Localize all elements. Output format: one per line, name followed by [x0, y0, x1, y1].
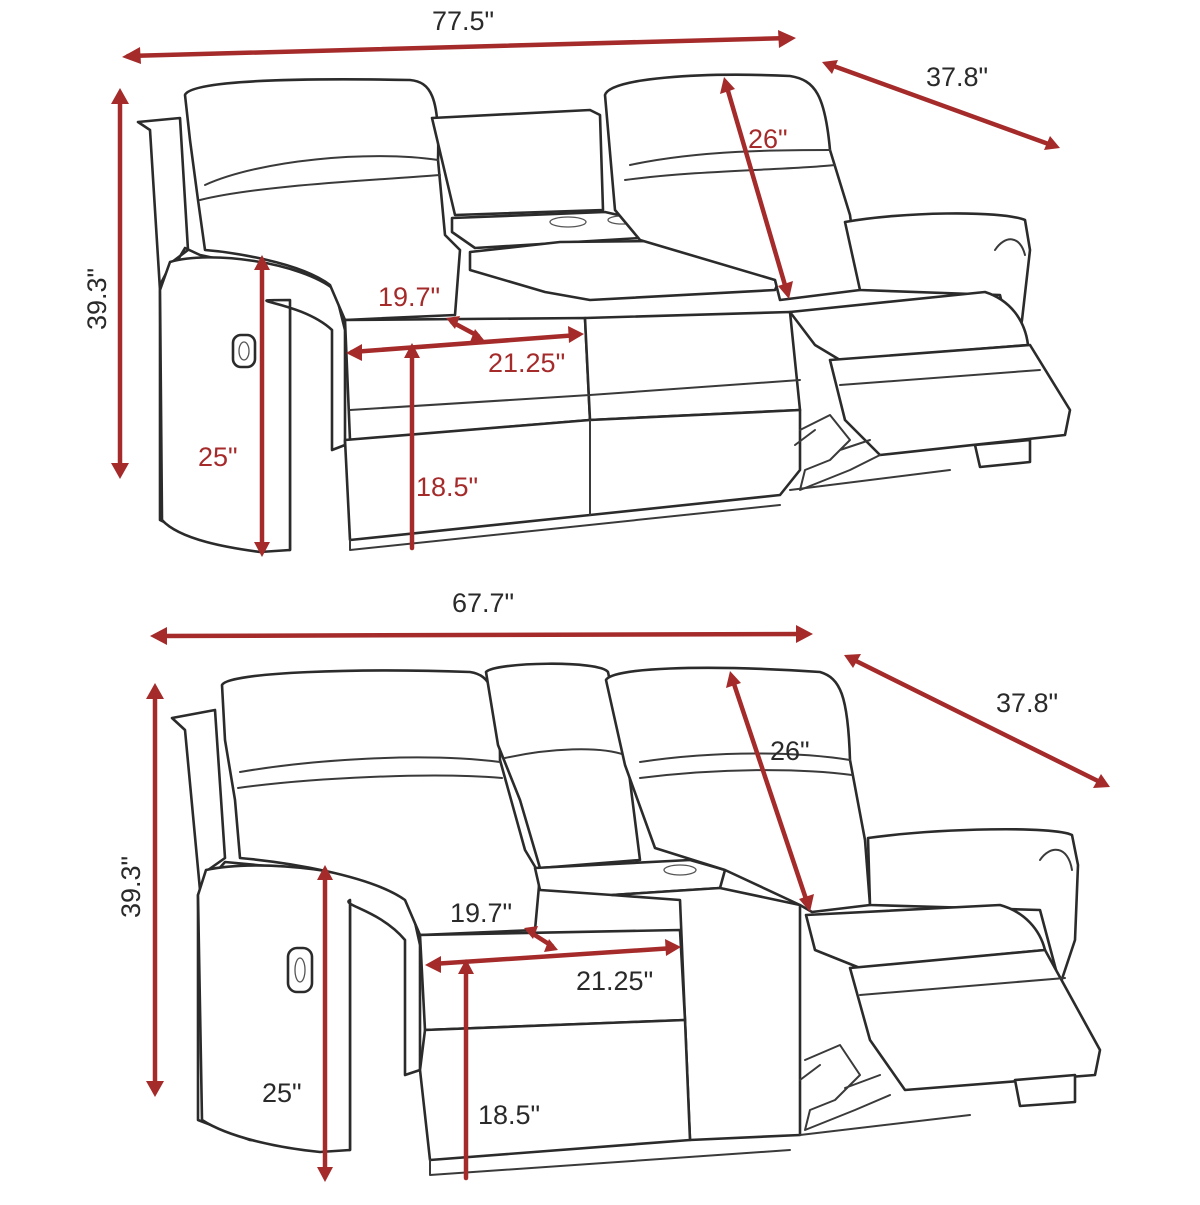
arrowhead [346, 344, 362, 361]
loveseat-footrest-foot [1013, 1073, 1077, 1108]
sofa-seat-height-label: 18.5" [416, 472, 478, 502]
sofa-middle-seat [583, 310, 802, 422]
arrowhead [122, 47, 141, 64]
loveseat-height-label: 39.3" [116, 856, 146, 918]
sofa-arm-height-label: 25" [198, 442, 238, 472]
sofa-left-arm-front [158, 256, 347, 554]
loveseat-mechanism-rail [799, 1114, 971, 1136]
arrowhead [470, 329, 484, 342]
sofa-right-back-seam [629, 149, 831, 166]
sofa-recline-handle [231, 333, 257, 369]
sofa-width-label: 77.5" [432, 6, 494, 36]
arrowhead [844, 654, 861, 668]
arrowhead [726, 671, 741, 688]
sofa-back-arrow [723, 81, 790, 295]
loveseat-footrest [848, 948, 1102, 1092]
loveseat-left-back-seam-2 [237, 774, 503, 789]
arrowhead [254, 255, 270, 270]
sofa-seat-seam [349, 379, 801, 411]
sofa-mechanism-rail [789, 469, 951, 491]
arrowhead [150, 627, 167, 645]
sofa-seat-depth-label: 19.7" [378, 282, 440, 312]
sofa-back-label: 26" [748, 124, 788, 154]
arrowhead [568, 326, 584, 343]
loveseat-drawing [170, 662, 1102, 1176]
sofa-left-back-seam [204, 155, 439, 186]
arrowhead [458, 959, 474, 974]
arrowhead [425, 956, 441, 973]
arrowhead [111, 463, 129, 479]
loveseat-back-label: 26" [770, 736, 810, 766]
arrowhead [822, 60, 838, 74]
sofa-left-back [183, 78, 462, 322]
sofa-recline-mechanism [794, 414, 881, 491]
arrowhead [720, 77, 735, 94]
loveseat-left-arm-front [196, 864, 422, 1154]
loveseat-width-arrow [155, 631, 809, 639]
arrowhead [665, 939, 681, 956]
sofa-cupholder-1 [549, 216, 587, 228]
loveseat-arm-height-label: 25" [262, 1078, 302, 1108]
arrowhead [524, 926, 538, 939]
arrowhead [778, 281, 793, 299]
loveseat-recline-handle [286, 946, 314, 994]
loveseat-left-back-seam [239, 756, 501, 773]
sofa-width-arrow [125, 35, 793, 59]
sofa-seat-width-label: 21.25" [488, 348, 565, 378]
arrowhead [1093, 774, 1110, 788]
arrowhead [446, 316, 460, 329]
sofa-front-base [343, 408, 802, 542]
loveseat-seat-width-label: 21.25" [576, 966, 653, 996]
sofa-dimensions: 77.5" 37.8" 39.3" 26" 19.7" 21.25" 25" 1… [82, 6, 1060, 557]
arrowhead [254, 542, 270, 557]
loveseat-dimensions: 67.7" 37.8" 39.3" 26" 19.7" 21.25" 25" 1… [116, 588, 1110, 1182]
loveseat-cupholder-1 [663, 864, 697, 876]
sofa-right-back [603, 73, 862, 302]
loveseat-right-back-seam-2 [639, 769, 853, 779]
arrowhead [146, 1081, 164, 1097]
loveseat-width-label: 67.7" [452, 588, 514, 618]
loveseat-left-front [418, 1018, 692, 1162]
loveseat-depth-arrow [847, 655, 1107, 787]
loveseat-seat-height-label: 18.5" [478, 1100, 540, 1130]
loveseat-right-arm-roll [1039, 848, 1073, 871]
arrowhead [799, 894, 814, 912]
sofa-right-arm-roll [994, 238, 1026, 256]
arrowhead [796, 625, 813, 643]
sofa-handle-grip [238, 341, 250, 361]
arrowhead [404, 343, 420, 358]
loveseat-depth-label: 37.8" [996, 688, 1058, 718]
sofa-depth-label: 37.8" [926, 62, 988, 92]
arrowhead [317, 1167, 333, 1182]
loveseat-recline-mechanism [799, 1044, 891, 1131]
sofa-seat-width-arrow [349, 332, 581, 355]
loveseat-back-arrow [729, 675, 811, 908]
loveseat-seat-depth-label: 19.7" [450, 898, 512, 928]
loveseat-middle-back-seam [504, 748, 626, 759]
sofa-base-rail [349, 504, 781, 551]
loveseat-handle-grip [294, 957, 306, 983]
sofa-drawing [136, 73, 1072, 554]
arrowhead [544, 939, 558, 952]
sofa-footrest-seam [839, 369, 1041, 386]
arrowhead [111, 88, 129, 104]
sofa-left-back-seam-2 [199, 174, 441, 201]
arrowhead [146, 683, 164, 699]
sofa-height-label: 39.3" [82, 268, 112, 330]
sofa-footrest [828, 343, 1072, 457]
loveseat-base-rail [429, 1149, 791, 1176]
loveseat-seat-width-arrow [429, 945, 677, 967]
arrowhead [778, 30, 796, 48]
arrowhead [317, 865, 333, 880]
sofa-right-back-seam-2 [624, 164, 836, 181]
loveseat-footrest-seam [859, 977, 1066, 996]
arrowhead [1044, 136, 1060, 150]
sofa-depth-arrow [825, 61, 1057, 149]
sofa-footrest-foot [973, 438, 1032, 469]
sofa-middle-back [430, 108, 605, 217]
